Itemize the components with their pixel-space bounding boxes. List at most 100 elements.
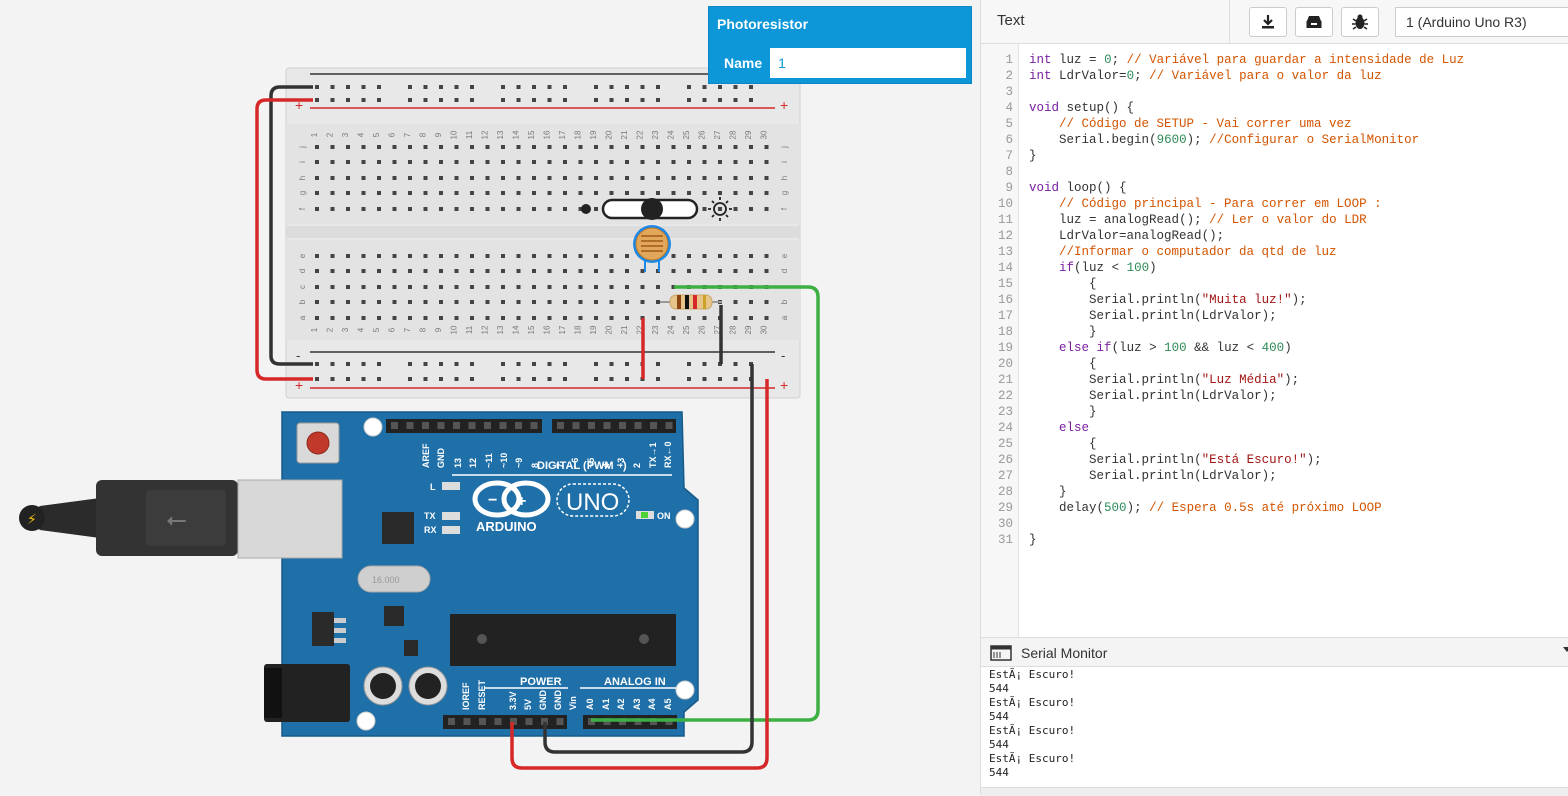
code-line[interactable]: 28 } (981, 484, 1568, 500)
power-header[interactable] (443, 715, 567, 729)
arduino-uno-board[interactable]: ⚡ ⭠ 16.000 (19, 411, 699, 737)
breadboard-column-label: 21 (620, 325, 629, 334)
led-on-label: ON (657, 511, 671, 521)
code-line[interactable]: 25 { (981, 436, 1568, 452)
code-text[interactable]: // Código principal - Para correr em LOO… (1059, 197, 1382, 211)
name-input[interactable]: 1 (778, 55, 786, 71)
resistor[interactable] (660, 294, 722, 310)
code-line[interactable]: 19 else if(luz > 100 && luz < 400) (981, 340, 1568, 356)
breadboard-column-label: 20 (605, 325, 614, 334)
code-line[interactable]: 18 } (981, 324, 1568, 340)
breadboard-row-label: e (780, 253, 789, 258)
code-text[interactable]: Serial.println(LdrValor); (1089, 469, 1277, 483)
device-select[interactable]: 1 (Arduino Uno R3) (1395, 7, 1568, 37)
download-button[interactable] (1249, 7, 1287, 37)
code-text[interactable]: } (1029, 485, 1067, 499)
code-text[interactable]: // Código de SETUP - Vai correr uma vez (1059, 117, 1352, 131)
code-text[interactable]: delay(500); // Espera 0.5s até próximo L… (1059, 501, 1382, 515)
serial-monitor-header[interactable]: Serial Monitor (981, 637, 1568, 667)
code-text[interactable]: Serial.println(LdrValor); (1089, 309, 1277, 323)
name-field-row[interactable]: Name 1 (715, 47, 967, 79)
power-pin-label: RESET (477, 679, 487, 710)
code-text[interactable]: else (1059, 421, 1090, 435)
code-line[interactable]: 16 Serial.println("Muita luz!"); (981, 292, 1568, 308)
code-text[interactable]: Serial.println("Está Escuro!"); (1089, 453, 1322, 467)
wire-ground-rail[interactable] (269, 85, 313, 366)
code-line[interactable]: 26 Serial.println("Está Escuro!"); (981, 452, 1568, 468)
code-text[interactable]: int LdrValor=0; // Variável para o valor… (1029, 69, 1382, 83)
photoresistor[interactable] (633, 225, 671, 272)
line-number: 31 (997, 533, 1013, 547)
libraries-button[interactable] (1295, 7, 1333, 37)
component-inspector[interactable]: Photoresistor Name 1 (708, 6, 972, 84)
code-line[interactable]: 11 luz = analogRead(); // Ler o valor do… (981, 212, 1568, 228)
code-line[interactable]: 30 (981, 516, 1568, 532)
code-text[interactable]: } (1029, 149, 1037, 163)
code-line[interactable]: 14 if(luz < 100) (981, 260, 1568, 276)
code-text[interactable]: } (1029, 405, 1097, 419)
slider-handle[interactable] (641, 198, 663, 220)
code-text[interactable]: if(luz < 100) (1059, 261, 1157, 275)
code-text[interactable]: Serial.println("Luz Média"); (1089, 373, 1300, 387)
code-line[interactable]: 8 (981, 164, 1568, 180)
usb-cable[interactable] (22, 498, 100, 538)
code-text[interactable]: } (1029, 533, 1037, 547)
code-text[interactable]: LdrValor=analogRead(); (1059, 229, 1225, 243)
breadboard-column-label: 17 (558, 325, 567, 334)
code-text[interactable]: Serial.println(LdrValor); (1089, 389, 1277, 403)
code-line[interactable]: 22 Serial.println(LdrValor); (981, 388, 1568, 404)
code-text[interactable]: int luz = 0; // Variável para guardar a … (1029, 53, 1465, 67)
code-line[interactable]: 21 Serial.println("Luz Média"); (981, 372, 1568, 388)
code-line[interactable]: 20 { (981, 356, 1568, 372)
code-line[interactable]: 7} (981, 148, 1568, 164)
wire-a0-signal[interactable] (591, 285, 820, 722)
code-line[interactable]: 15 { (981, 276, 1568, 292)
light-level-slider[interactable] (581, 197, 732, 221)
code-text[interactable]: luz = analogRead(); // Ler o valor do LD… (1059, 213, 1367, 227)
code-text[interactable]: { (1029, 357, 1097, 371)
code-text[interactable]: void loop() { (1029, 181, 1127, 195)
libraries-icon (1306, 16, 1322, 28)
analog-header[interactable] (583, 715, 677, 729)
code-text[interactable]: { (1029, 277, 1097, 291)
wire-power-rail[interactable] (255, 98, 313, 381)
code-line[interactable]: 12 LdrValor=analogRead(); (981, 228, 1568, 244)
wire-arduino-gnd[interactable] (543, 364, 754, 754)
code-text[interactable]: //Informar o computador da qtd de luz (1059, 245, 1337, 259)
code-text[interactable]: else if(luz > 100 && luz < 400) (1059, 341, 1292, 355)
code-line[interactable]: 13 //Informar o computador da qtd de luz (981, 244, 1568, 260)
digital-pin-label: AREF (421, 443, 431, 468)
editor-mode-dropdown[interactable]: Text (997, 12, 1025, 29)
code-text[interactable]: void setup() { (1029, 101, 1135, 115)
code-text[interactable]: } (1029, 325, 1097, 339)
power-label: POWER (520, 676, 562, 688)
code-line[interactable]: 23 } (981, 404, 1568, 420)
digital-header[interactable] (552, 419, 676, 433)
debugger-button[interactable] (1341, 7, 1379, 37)
led-tx-label: TX (424, 511, 436, 521)
chevron-down-icon[interactable] (1563, 647, 1568, 652)
code-line[interactable]: 3 (981, 84, 1568, 100)
line-number-gutter (981, 44, 1019, 637)
digital-pin-label: GND (436, 448, 446, 469)
code-line[interactable]: 5 // Código de SETUP - Vai correr uma ve… (981, 116, 1568, 132)
code-line[interactable]: 24 else (981, 420, 1568, 436)
code-line[interactable]: 17 Serial.println(LdrValor); (981, 308, 1568, 324)
wire-arduino-5v[interactable] (510, 379, 769, 770)
serial-input-bar[interactable] (981, 787, 1568, 796)
code-line[interactable]: 27 Serial.println(LdrValor); (981, 468, 1568, 484)
code-text[interactable]: Serial.begin(9600); //Configurar o Seria… (1059, 133, 1420, 147)
code-line[interactable]: 29 delay(500); // Espera 0.5s até próxim… (981, 500, 1568, 516)
code-line[interactable]: 6 Serial.begin(9600); //Configurar o Ser… (981, 132, 1568, 148)
code-text[interactable]: { (1029, 437, 1097, 451)
code-text[interactable]: Serial.println("Muita luz!"); (1089, 293, 1307, 307)
code-line[interactable]: 31} (981, 532, 1568, 548)
code-line[interactable]: 10 // Código principal - Para correr em … (981, 196, 1568, 212)
